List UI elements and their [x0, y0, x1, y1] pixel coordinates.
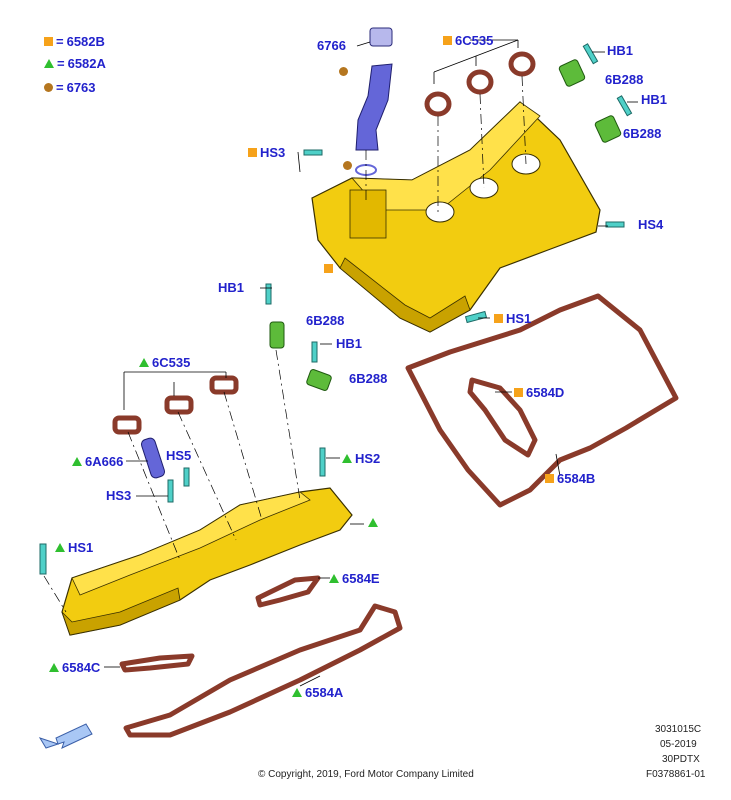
square-marker-icon: [324, 264, 333, 273]
callout-6c535-top: 6C535: [443, 34, 493, 47]
circle-marker-icon: [339, 67, 348, 76]
part-label-hb1: HB1: [336, 336, 363, 351]
part-label: 6584D: [526, 385, 565, 400]
callout-6584c: 6584C: [49, 661, 100, 674]
legend-item-circle: = 6763: [44, 81, 96, 94]
callout-6584b: 6584B: [545, 472, 595, 485]
bolts: [39, 43, 633, 575]
part-label-hb1: HB1: [607, 43, 634, 58]
callout-hs3-top: HS3: [248, 146, 285, 159]
part-label: 6584A: [305, 685, 344, 700]
triangle-marker-icon: [72, 457, 82, 466]
square-marker-icon: [44, 37, 53, 46]
legend-part-label: 6582B: [66, 34, 105, 49]
legend-item-square: = 6582B: [44, 35, 105, 48]
part-label: 6C535: [455, 33, 494, 48]
drawing-code: 3031015C: [655, 724, 702, 735]
figure-code: F0378861-01: [646, 769, 706, 780]
triangle-marker-icon: [368, 518, 378, 527]
legend-part-label: 6582A: [67, 56, 106, 71]
gaskets: [119, 293, 679, 738]
triangle-marker-icon: [55, 543, 65, 552]
part-label-hs5: HS5: [166, 448, 192, 463]
part-label-hs3: HS3: [106, 488, 132, 503]
triangle-marker-icon: [44, 59, 54, 68]
callout-6c535-bottom: 6C535: [139, 356, 190, 369]
callout-hs1-top: HS1: [494, 312, 531, 325]
seals: [112, 51, 536, 435]
sensors: [269, 59, 622, 391]
circle-marker-icon: [44, 83, 53, 92]
square-marker-icon: [514, 388, 523, 397]
triangle-marker-icon: [292, 688, 302, 697]
part-label-hb1: HB1: [218, 280, 245, 295]
square-marker-icon: [545, 474, 554, 483]
part-label: HS2: [355, 451, 381, 466]
front-direction-arrow: [38, 723, 93, 749]
triangle-marker-icon: [139, 358, 149, 367]
upper-valve-cover: [311, 101, 601, 333]
part-label: HS1: [68, 540, 94, 555]
legend-eq: =: [56, 80, 64, 95]
part-label-6b288: 6B288: [306, 313, 345, 328]
leader-lines: [104, 39, 638, 687]
part-label: 6584C: [62, 660, 101, 675]
part-label-6b288: 6B288: [605, 72, 644, 87]
triangle-marker-icon: [49, 663, 59, 672]
callout-hs2: HS2: [342, 452, 380, 465]
triangle-marker-icon: [342, 454, 352, 463]
assembly-lines: [43, 75, 527, 613]
square-marker-icon: [494, 314, 503, 323]
callout-hs1-bottom: HS1: [55, 541, 93, 554]
part-label: HS3: [260, 145, 286, 160]
legend-part-label: 6763: [66, 80, 96, 95]
part-label-hs4: HS4: [638, 217, 664, 232]
square-marker-icon: [443, 36, 452, 45]
part-label: 6C535: [152, 355, 191, 370]
callout-6584a: 6584A: [292, 686, 343, 699]
lower-valve-cover: [61, 487, 353, 636]
callout-6a666: 6A666: [72, 455, 123, 468]
square-marker-icon: [248, 148, 257, 157]
part-label-6b288: 6B288: [349, 371, 388, 386]
part-label-6b288: 6B288: [623, 126, 662, 141]
part-label-6766: 6766: [317, 38, 346, 53]
legend-eq: =: [56, 34, 64, 49]
part-label: 6A666: [85, 454, 124, 469]
part-label: 6584B: [557, 471, 596, 486]
copyright: © Copyright, 2019, Ford Motor Company Li…: [258, 769, 474, 780]
drawing-date: 05-2019: [660, 739, 697, 750]
legend-eq: =: [57, 56, 65, 71]
circle-marker-icon: [343, 161, 352, 170]
part-label: 6584E: [342, 571, 380, 586]
callout-6584d: 6584D: [514, 386, 564, 399]
triangle-marker-icon: [329, 574, 339, 583]
part-label: HS1: [506, 311, 532, 326]
engine-code: 30PDTX: [662, 754, 700, 765]
part-label-hb1: HB1: [641, 92, 668, 107]
legend-item-triangle: = 6582A: [44, 57, 106, 70]
callout-6584e: 6584E: [329, 572, 380, 585]
